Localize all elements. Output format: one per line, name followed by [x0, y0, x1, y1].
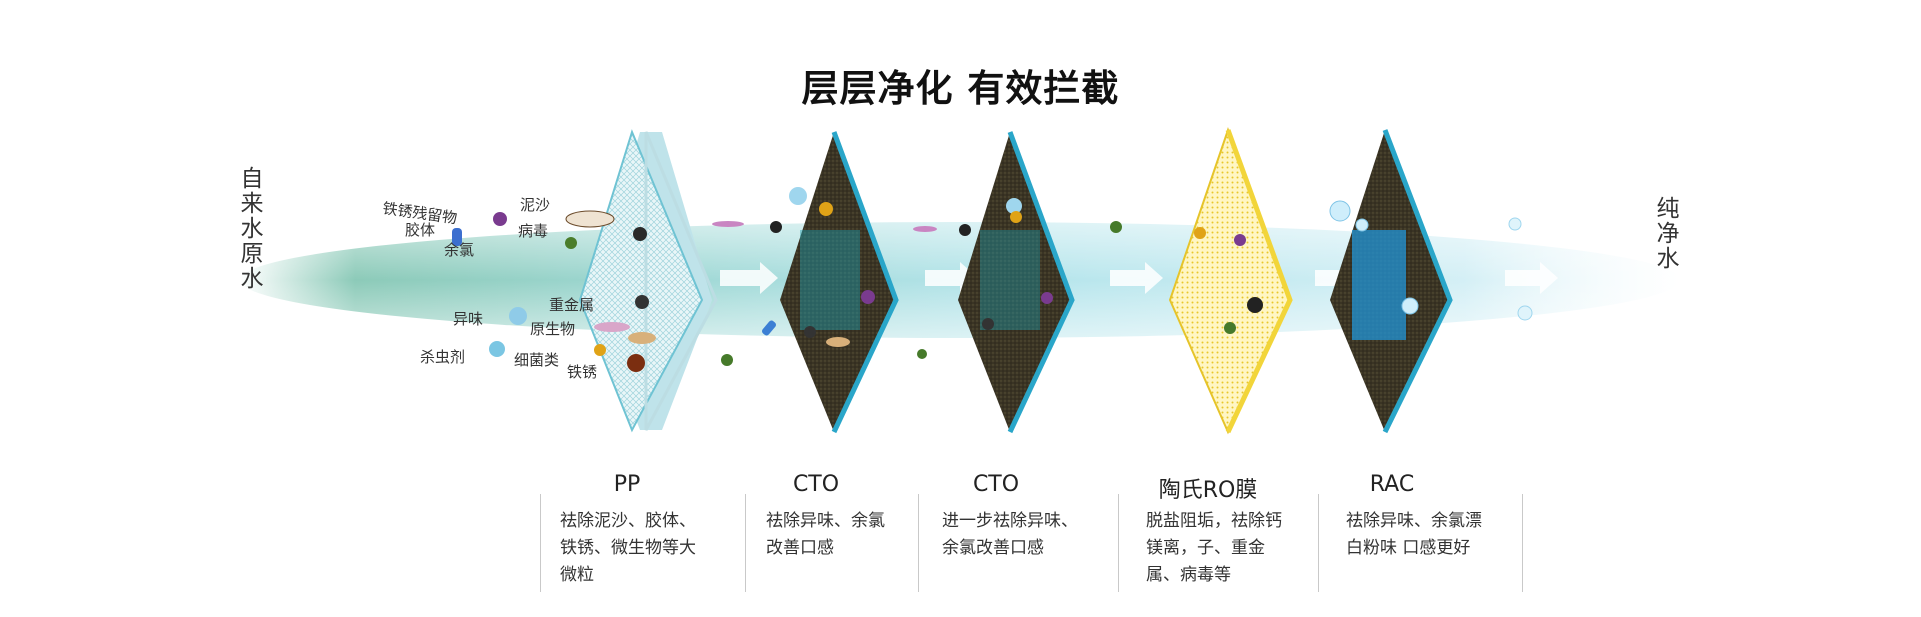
contaminant-label: 胶体 [405, 221, 435, 239]
contaminant-label: 异味 [453, 310, 483, 328]
stage-name-cto-1: CTO [792, 472, 840, 497]
contaminant-label: 铁锈 [567, 363, 597, 381]
contaminant-label: 原生物 [530, 320, 575, 338]
cto-filter-1 [780, 131, 899, 434]
column-divider [540, 494, 541, 592]
cto-filter-2 [958, 131, 1075, 434]
column-divider [745, 494, 746, 592]
contaminant-label: 细菌类 [514, 351, 559, 369]
stage-desc-cto-2: 进一步祛除异味、余氯改善口感 [942, 511, 1078, 558]
page-title: 层层净化 有效拦截 [801, 67, 1120, 110]
stage-name-pp: PP [613, 472, 641, 497]
column-divider [1118, 494, 1119, 592]
contaminant-label: 泥沙 [520, 196, 550, 214]
stage-name-rac: RAC [1369, 472, 1415, 497]
stage-desc-pp: 祛除泥沙、胶体、铁锈、微生物等大微粒 [560, 511, 696, 585]
input-water-label: 自来水原水 [236, 166, 262, 291]
contaminant-label: 重金属 [549, 296, 594, 314]
column-divider [918, 494, 919, 592]
column-divider [1522, 494, 1523, 592]
contaminant-particles [452, 187, 1533, 372]
stage-name-cto-2: CTO [972, 472, 1020, 497]
contaminant-label: 病毒 [518, 222, 548, 240]
contaminant-label: 余氯 [444, 241, 474, 259]
rac-filter [1330, 129, 1453, 434]
stage-name-ro: 陶氏RO膜 [1158, 478, 1258, 503]
stage-desc-rac: 祛除异味、余氯漂白粉味 口感更好 [1346, 511, 1482, 558]
column-divider [1318, 494, 1319, 592]
stage-desc-cto-1: 祛除异味、余氯 改善口感 [766, 511, 885, 558]
pp-filter [578, 129, 718, 433]
ro-membrane [1168, 126, 1293, 435]
stage-desc-ro: 脱盐阻垢，祛除钙镁离，子、重金属、病毒等 [1146, 511, 1282, 585]
contaminant-label: 杀虫剂 [420, 348, 465, 366]
output-water-label: 纯净水 [1652, 196, 1678, 271]
